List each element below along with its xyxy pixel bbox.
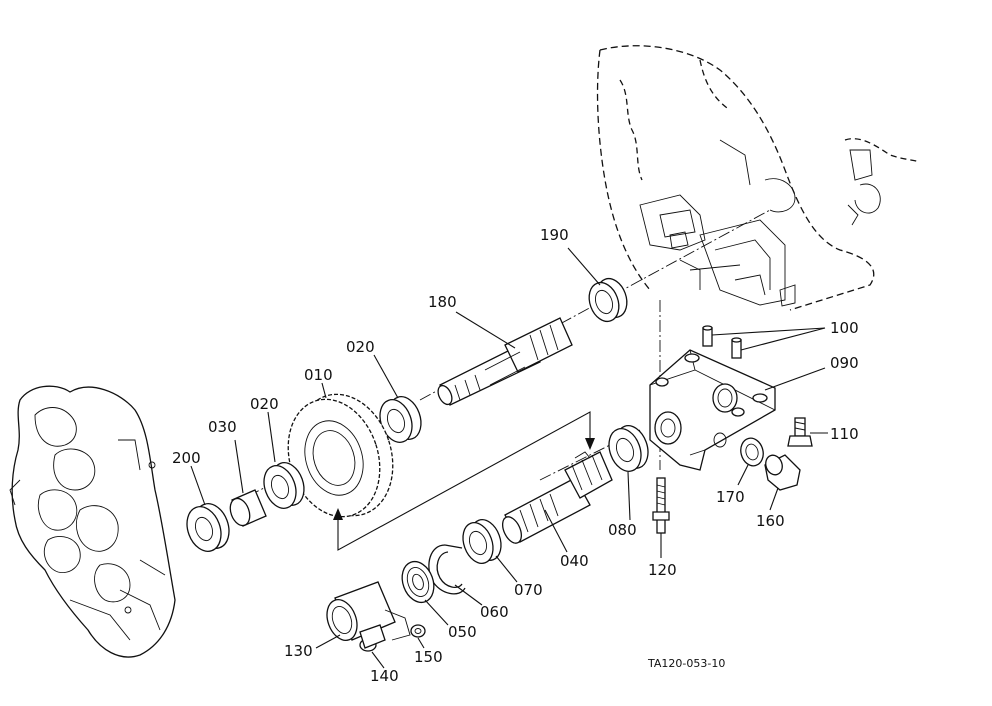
label-130: 130 <box>284 642 313 660</box>
label-140: 140 <box>370 667 399 685</box>
label-200: 200 <box>172 449 201 467</box>
bearing-190 <box>588 277 628 323</box>
shaft-180 <box>437 317 573 406</box>
label-180: 180 <box>428 293 457 311</box>
bearing-200 <box>186 503 230 552</box>
bearing-070 <box>462 519 502 564</box>
label-010: 010 <box>304 366 333 384</box>
label-120: 120 <box>648 561 677 579</box>
bolt-110 <box>787 417 813 447</box>
label-160: 160 <box>756 512 785 530</box>
label-050: 050 <box>448 623 477 641</box>
shaft-040 <box>501 451 613 544</box>
label-100: 100 <box>830 319 859 337</box>
washer-170 <box>740 437 764 467</box>
collar-050 <box>401 560 435 604</box>
label-190: 190 <box>540 226 569 244</box>
transmission-case <box>596 45 921 311</box>
leader-lines <box>190 247 828 669</box>
spacer-030 <box>229 489 267 527</box>
gear-010 <box>287 393 394 518</box>
label-070: 070 <box>514 581 543 599</box>
label-090: 090 <box>830 354 859 372</box>
plug-160 <box>764 454 801 491</box>
bolt-140 <box>359 624 386 652</box>
label-020-lower: 020 <box>250 395 279 413</box>
left-gear-case <box>9 385 176 658</box>
stud-120 <box>652 477 670 534</box>
label-150: 150 <box>414 648 443 666</box>
label-040: 040 <box>560 552 589 570</box>
assembly-arrows <box>333 411 595 551</box>
pins-100 <box>702 325 742 359</box>
label-030: 030 <box>208 418 237 436</box>
figure-id: TA120-053-10 <box>647 657 725 670</box>
washer-150 <box>410 624 426 638</box>
label-060: 060 <box>480 603 509 621</box>
label-080: 080 <box>608 521 637 539</box>
label-110: 110 <box>830 425 859 443</box>
bearing-020-lower <box>263 462 305 509</box>
bearing-080 <box>608 425 649 472</box>
label-170: 170 <box>716 488 745 506</box>
label-020-upper: 020 <box>346 338 375 356</box>
part-labels: 190 180 100 090 020 010 030 020 200 110 … <box>172 226 859 685</box>
cover-090 <box>649 349 776 471</box>
bearing-020-upper <box>379 396 422 443</box>
